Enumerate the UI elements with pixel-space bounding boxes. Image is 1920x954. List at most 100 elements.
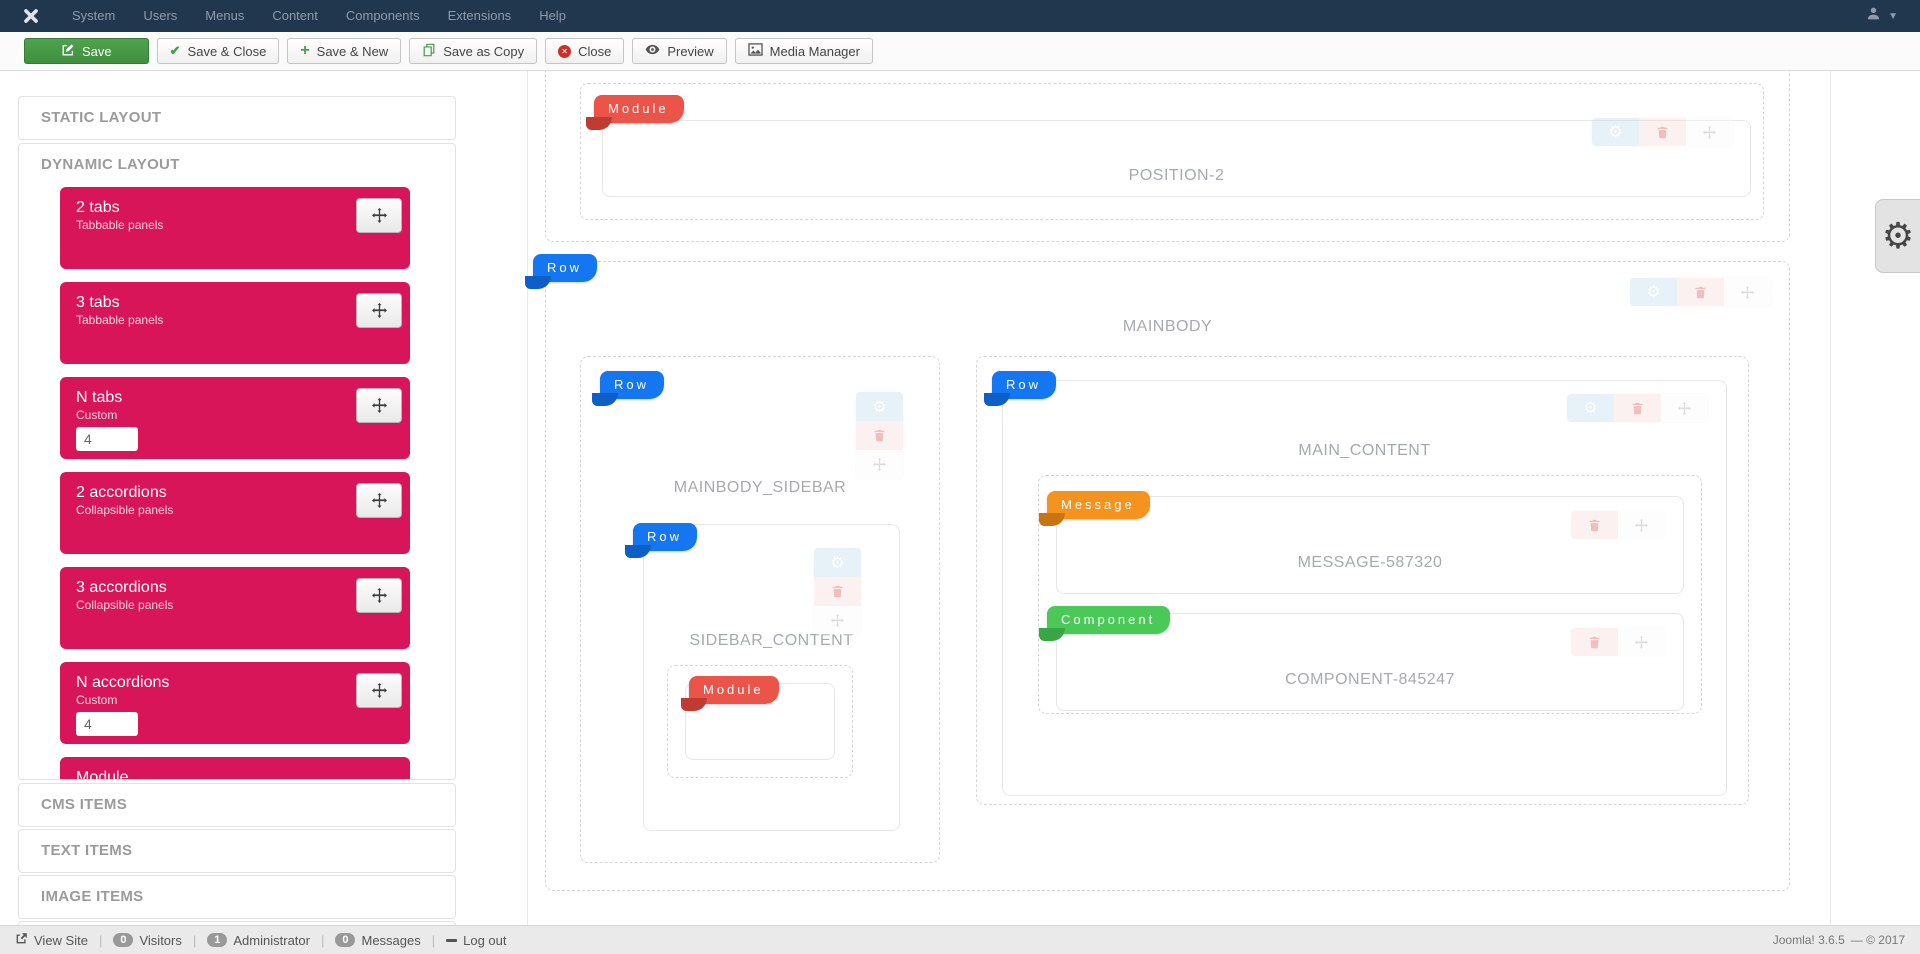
sidebar-content-controls: ⚙ <box>814 548 861 635</box>
panel-static-layout-header[interactable]: STATIC LAYOUT <box>41 109 162 126</box>
position2-dropzone[interactable] <box>580 83 1764 220</box>
move-button[interactable] <box>814 606 861 635</box>
move-button[interactable] <box>1724 278 1771 306</box>
module-badge[interactable]: Module <box>586 95 684 130</box>
panel-cms-items-header[interactable]: CMS ITEMS <box>41 796 128 813</box>
settings-button[interactable]: ⚙ <box>1630 278 1677 306</box>
user-menu[interactable]: ▼ <box>1866 0 1898 32</box>
delete-button[interactable] <box>1571 628 1618 656</box>
drag-handle-button[interactable] <box>356 578 402 613</box>
card-2-accordions[interactable]: 2 accordions Collapsible panels <box>60 472 410 554</box>
card-n-accordions[interactable]: N accordions Custom <box>60 662 410 744</box>
card-title: 2 accordions <box>76 484 167 501</box>
row-badge[interactable]: Row <box>524 254 598 289</box>
save-copy-button[interactable]: Save as Copy <box>409 38 538 64</box>
drag-handle-button[interactable] <box>356 483 402 518</box>
preview-button[interactable]: Preview <box>632 38 727 64</box>
card-subtitle: Tabbable panels <box>76 313 164 327</box>
menu-content[interactable]: Content <box>272 8 318 23</box>
main-menu: System Users Menus Content Components Ex… <box>58 0 580 32</box>
panel-image-items-header[interactable]: IMAGE ITEMS <box>41 888 144 905</box>
move-button[interactable] <box>856 450 903 479</box>
row-badge[interactable]: Row <box>624 523 698 558</box>
component-badge[interactable]: Component <box>1038 606 1171 641</box>
delete-button[interactable] <box>1614 394 1661 422</box>
position2-module-box[interactable] <box>602 120 1751 197</box>
card-2-tabs[interactable]: 2 tabs Tabbable panels <box>60 187 410 269</box>
move-button[interactable] <box>1618 628 1665 656</box>
close-circle-icon: ✕ <box>558 44 572 58</box>
close-button[interactable]: ✕ Close <box>545 38 625 64</box>
panel-dynamic-layout-header[interactable]: DYNAMIC LAYOUT <box>41 156 180 173</box>
delete-button[interactable] <box>1677 278 1724 306</box>
message-box[interactable] <box>1056 496 1684 594</box>
position2-controls: ⚙ <box>1592 118 1733 146</box>
drag-handle-button[interactable] <box>356 388 402 423</box>
toolbar: Save ✔ Save & Close + Save & New Save as… <box>0 32 1920 71</box>
row-badge[interactable]: Row <box>983 371 1057 406</box>
sidebar-content-dropzone[interactable] <box>667 665 853 778</box>
settings-button[interactable]: ⚙ <box>1592 118 1639 146</box>
drag-handle-button[interactable] <box>356 293 402 328</box>
external-link-icon <box>15 932 28 948</box>
card-subtitle: Custom <box>76 693 118 707</box>
card-n-tabs[interactable]: N tabs Custom <box>60 377 410 459</box>
menu-users[interactable]: Users <box>143 8 178 23</box>
settings-button[interactable]: ⚙ <box>856 392 903 421</box>
mainbody-sidebar-dropzone[interactable] <box>580 356 940 863</box>
n-accordions-count-input[interactable] <box>76 712 138 736</box>
copy-icon <box>422 43 436 60</box>
drag-handle-button[interactable] <box>356 673 402 708</box>
copyright: — © 2017 <box>1850 933 1905 947</box>
user-icon <box>1866 6 1881 26</box>
version-info: Joomla! 3.6.5 — © 2017 <box>1773 933 1905 947</box>
separator: | <box>98 932 103 948</box>
card-3-accordions[interactable]: 3 accordions Collapsible panels <box>60 567 410 649</box>
menu-menus[interactable]: Menus <box>205 8 245 23</box>
panel-text-items-header[interactable]: TEXT ITEMS <box>41 842 133 859</box>
row-badge[interactable]: Row <box>591 371 665 406</box>
delete-button[interactable] <box>1639 118 1686 146</box>
card-3-tabs[interactable]: 3 tabs Tabbable panels <box>60 282 410 364</box>
messages-status[interactable]: 0 Messages <box>335 933 421 948</box>
builder-workspace: STATIC LAYOUT DYNAMIC LAYOUT 2 tabs Tabb… <box>0 71 1920 925</box>
logout-link[interactable]: Log out <box>446 933 507 948</box>
main-content-inner-dropzone[interactable] <box>1038 475 1702 714</box>
module-badge[interactable]: Module <box>681 676 779 711</box>
delete-button[interactable] <box>1571 511 1618 539</box>
settings-button[interactable]: ⚙ <box>814 548 861 577</box>
n-tabs-count-input[interactable] <box>76 427 138 451</box>
menu-help[interactable]: Help <box>539 8 566 23</box>
visitors-status[interactable]: 0 Visitors <box>113 933 182 948</box>
logout-icon <box>446 938 458 942</box>
menu-extensions[interactable]: Extensions <box>447 8 512 23</box>
media-manager-button[interactable]: Media Manager <box>734 38 873 64</box>
card-title: 3 tabs <box>76 294 120 311</box>
move-button[interactable] <box>1618 511 1665 539</box>
message-badge[interactable]: Message <box>1039 491 1150 526</box>
card-subtitle: Custom <box>76 408 118 422</box>
delete-button[interactable] <box>856 421 903 450</box>
card-module[interactable]: Module <box>60 757 410 779</box>
sidebar-canvas-divider <box>527 71 528 925</box>
move-button[interactable] <box>1686 118 1733 146</box>
administrator-status[interactable]: 1 Administrator <box>207 933 310 948</box>
panel-cms-items: CMS ITEMS <box>18 783 456 827</box>
drag-handle-button[interactable] <box>356 198 402 233</box>
save-button[interactable]: Save <box>24 38 149 64</box>
position2-outer-dropzone[interactable] <box>545 71 1790 242</box>
delete-button[interactable] <box>814 577 861 606</box>
settings-flyout-tab[interactable]: ⚙ <box>1875 199 1920 273</box>
menu-system[interactable]: System <box>72 8 116 23</box>
save-new-button[interactable]: + Save & New <box>287 38 402 64</box>
panel-next-section <box>18 921 456 925</box>
save-close-button[interactable]: ✔ Save & Close <box>156 38 280 64</box>
menu-components[interactable]: Components <box>345 8 420 23</box>
mainbody-dropzone[interactable] <box>545 261 1790 891</box>
view-site-link[interactable]: View Site <box>15 932 88 948</box>
status-bar: View Site | 0 Visitors | 1 Administrator… <box>0 925 1920 954</box>
move-button[interactable] <box>1661 394 1708 422</box>
plus-icon: + <box>300 42 310 59</box>
settings-button[interactable]: ⚙ <box>1567 394 1614 422</box>
main-content-dropzone[interactable] <box>976 356 1749 805</box>
